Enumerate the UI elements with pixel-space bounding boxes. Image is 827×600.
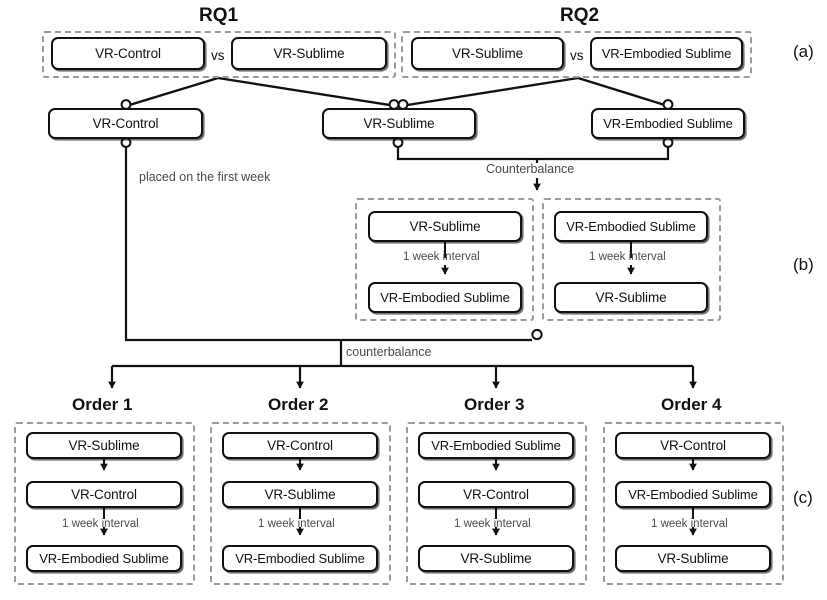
rq2-left-condition[interactable]: VR-Sublime — [411, 37, 564, 70]
order-1-step-2[interactable]: VR-Control — [26, 481, 182, 508]
order-4-step-3[interactable]: VR-Sublime — [615, 545, 771, 572]
order-2-title: Order 2 — [268, 395, 329, 414]
label-counterbalance-lower: counterbalance — [346, 345, 432, 359]
order-1-group — [14, 422, 195, 585]
order-1-title: Order 1 — [72, 395, 133, 414]
panel-b-seq1-step1[interactable]: VR-Sublime — [368, 211, 522, 242]
rq1-right-condition[interactable]: VR-Sublime — [231, 37, 387, 70]
condition-vr-control[interactable]: VR-Control — [48, 108, 203, 139]
rq1-left-condition[interactable]: VR-Control — [51, 37, 205, 70]
panel-label-c: (c) — [793, 488, 813, 507]
rq1-vs-label: vs — [211, 48, 225, 63]
rq1-title: RQ1 — [199, 5, 239, 26]
label-placed-first-week: placed on the first week — [139, 170, 271, 184]
order-2-group — [210, 422, 391, 585]
order-2-step-3[interactable]: VR-Embodied Sublime — [222, 545, 378, 572]
panel-b-seq2-interval: 1 week interval — [589, 251, 666, 263]
order-4-interval: 1 week interval — [651, 518, 728, 530]
order-3-step-3[interactable]: VR-Sublime — [418, 545, 574, 572]
order-3-step-2[interactable]: VR-Control — [418, 481, 574, 508]
rq2-right-condition[interactable]: VR-Embodied Sublime — [590, 37, 743, 70]
order-2-step-1[interactable]: VR-Control — [222, 432, 378, 459]
panel-b-seq1-interval: 1 week interval — [403, 251, 480, 263]
order-4-step-2[interactable]: VR-Embodied Sublime — [615, 481, 771, 508]
order-4-title: Order 4 — [661, 395, 722, 414]
order-1-step-3[interactable]: VR-Embodied Sublime — [26, 545, 182, 572]
order-2-interval: 1 week interval — [258, 518, 335, 530]
rq2-fan-lines — [400, 76, 669, 108]
label-counterbalance-upper: Counterbalance — [486, 162, 575, 176]
order-1-step-1[interactable]: VR-Sublime — [26, 432, 182, 459]
row2-bottom-ports — [120, 137, 674, 148]
panel-b-seq1-step2[interactable]: VR-Embodied Sublime — [368, 282, 522, 313]
panel-label-b: (b) — [793, 255, 814, 274]
condition-vr-sublime[interactable]: VR-Sublime — [322, 108, 476, 139]
condition-vr-embodied-sublime[interactable]: VR-Embodied Sublime — [591, 108, 745, 139]
order-4-step-1[interactable]: VR-Control — [615, 432, 771, 459]
panel-b-exit-port — [531, 328, 543, 341]
order-2-step-2[interactable]: VR-Sublime — [222, 481, 378, 508]
rq2-title: RQ2 — [560, 5, 600, 26]
counterbalance-upper-bus — [396, 147, 670, 163]
panel-b-seq2-step2[interactable]: VR-Sublime — [554, 282, 708, 313]
order-3-interval: 1 week interval — [454, 518, 531, 530]
rq1-fan-lines — [125, 76, 397, 108]
order-1-interval: 1 week interval — [62, 518, 139, 530]
order-4-group — [603, 422, 784, 585]
order-3-step-1[interactable]: VR-Embodied Sublime — [418, 432, 574, 459]
panel-b-seq2-step1[interactable]: VR-Embodied Sublime — [554, 211, 708, 242]
panel-b-sequence-2-group — [542, 198, 721, 321]
panel-label-a: (a) — [793, 42, 814, 61]
order-3-title: Order 3 — [464, 395, 525, 414]
order-3-group — [406, 422, 587, 585]
rq2-vs-label: vs — [570, 48, 584, 63]
